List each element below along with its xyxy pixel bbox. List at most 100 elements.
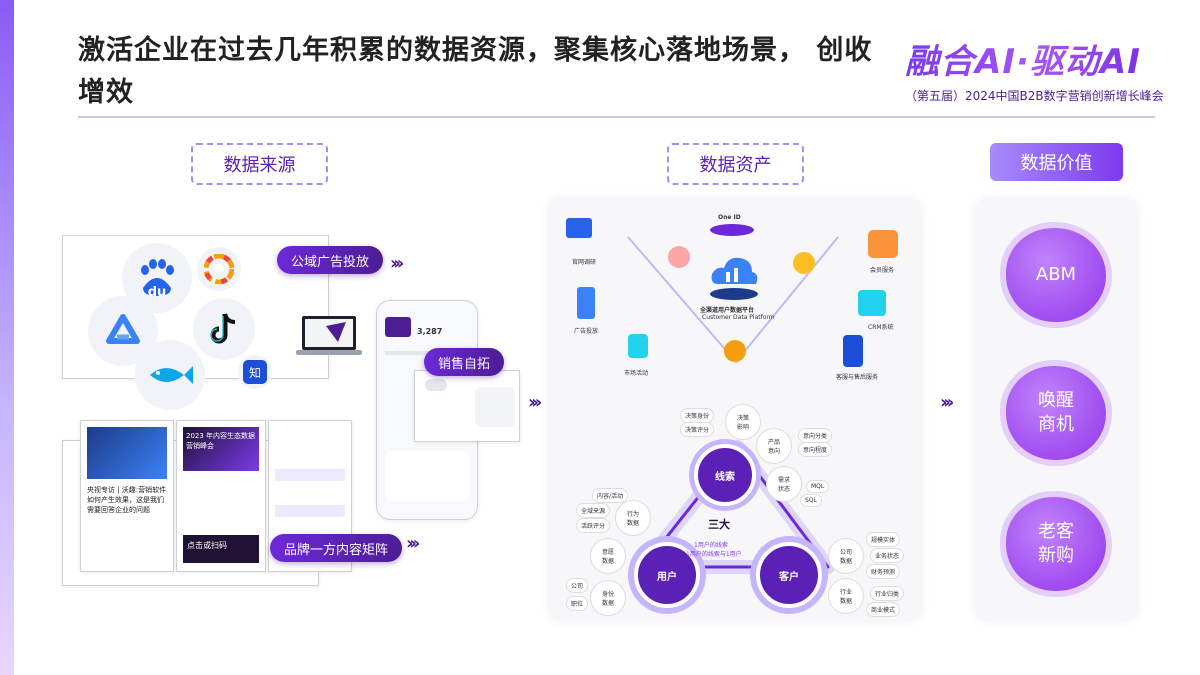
event-icon: [628, 334, 648, 358]
article-3-row: [275, 505, 345, 517]
cdp-title: 全渠道用户数据平台: [700, 307, 755, 314]
tag-item: 活跃评分: [576, 518, 611, 533]
customer-node: 客户: [756, 542, 822, 608]
mobile-service-icon: [843, 335, 863, 367]
logo-main: 融合AI·驱动AI: [905, 34, 1175, 83]
value-repurchase-label: 老客 新购: [1038, 521, 1074, 566]
qr-banner: [183, 535, 259, 563]
baidu-paw-icon: [141, 259, 174, 296]
left-accent-strip: [0, 0, 14, 675]
popup-avatar: [425, 379, 447, 391]
asset-diagram-lines: [627, 236, 839, 574]
center-sub-2: 1用户的线索与1用户: [686, 551, 742, 558]
tag-item: 意向程度: [798, 442, 833, 457]
lead-node: 线索: [694, 444, 756, 506]
person-avatar-icon: [668, 246, 690, 268]
event-logo: 融合AI·驱动AI （第五届）2024中国B2B数字营销创新增长峰会: [905, 34, 1175, 104]
tag-item: 决策身份: [680, 408, 715, 423]
phone-popup-card: [414, 370, 520, 442]
baidu-text: du: [147, 285, 167, 300]
member-card-icon: [868, 230, 898, 258]
source-label-events: 市场活动: [624, 370, 649, 377]
phone-list: [385, 451, 469, 501]
source-label-crm: CRM系统: [868, 324, 894, 331]
article-2-title: 2023 年内容生态数据营销峰会: [186, 432, 256, 450]
zhihu-logo: 知: [238, 355, 272, 389]
source-label-member: 会员服务: [870, 267, 895, 274]
user-label: 用户: [657, 571, 677, 583]
popup-image: [475, 387, 515, 427]
display-stand-icon: [577, 287, 595, 319]
one-id-label: One ID: [718, 214, 741, 221]
node-company: 公司 数据: [828, 538, 864, 574]
tag-item: 职位: [566, 596, 589, 611]
node-behavior: 行为 数据: [615, 500, 651, 536]
monitor-icon: [566, 218, 592, 238]
node-product-intent: 产品 意向: [756, 428, 792, 464]
value-repurchase: 老客 新购: [1006, 497, 1106, 591]
article-card-1: 央视专访 | 沃趣:营销软件如何产生效果，这是我们需要回答企业的问题: [80, 420, 174, 572]
colorwheel-logo: [197, 247, 241, 291]
fish-icon: [150, 366, 193, 384]
crm-icon: [858, 290, 886, 316]
person-avatar-icon: [724, 340, 746, 362]
phone-badge: [385, 317, 411, 337]
zhihu-icon: 知: [243, 360, 267, 384]
article-card-2: 2023 年内容生态数据营销峰会 点击或扫码: [176, 420, 266, 572]
node-demand-status: 需求 状态: [766, 466, 802, 502]
article-3-row: [275, 469, 345, 481]
center-sub-1: 1用户的线索: [694, 542, 728, 549]
source-label-website: 官网调研: [572, 259, 597, 266]
article-1-title: 央视专访 | 沃趣:营销软件如何产生效果，这是我们需要回答企业的问题: [87, 486, 167, 514]
lead-label: 线索: [715, 471, 735, 483]
customer-label: 客户: [779, 571, 799, 583]
center-title: 三大: [708, 518, 730, 531]
chevron-right-icon: ›››: [390, 253, 404, 274]
laptop-icon: [296, 316, 362, 355]
tag-item: SQL: [800, 494, 822, 507]
node-intent-data: 意愿 数据: [590, 538, 626, 574]
pill-sales: 销售自拓: [424, 348, 505, 376]
tag-item: 内容/活动: [592, 488, 629, 503]
node-industry: 行业 数据: [828, 578, 864, 614]
cdp-subtitle: Customer Data Platform: [702, 314, 775, 321]
person-avatar-icon: [793, 252, 815, 274]
logo-subtitle: （第五届）2024中国B2B数字营销创新增长峰会: [905, 89, 1164, 103]
tag-item: MQL: [806, 480, 830, 493]
value-awaken-opportunity: 唤醒 商机: [1006, 366, 1106, 460]
tag-item: 规模实体: [866, 532, 901, 547]
fish-logo: [135, 340, 205, 410]
value-abm: ABM: [1006, 228, 1106, 322]
pill-public-ads: 公域广告投放: [277, 246, 384, 274]
tag-item: 财务预测: [866, 564, 901, 579]
tag-item: 决策评分: [680, 422, 715, 437]
phone-stat: 3,287: [417, 327, 443, 336]
colorwheel-icon: [204, 254, 234, 284]
cloud-platform-icon: [710, 257, 758, 300]
tiktok-icon: [210, 313, 236, 344]
section-label-asset: 数据资产: [667, 143, 804, 185]
tiktok-logo: [193, 298, 255, 360]
chevron-right-icon: ›››: [406, 533, 420, 554]
chevron-right-icon: ›››: [528, 392, 542, 413]
tag-item: 公司: [566, 578, 589, 593]
value-abm-label: ABM: [1035, 264, 1077, 285]
tag-item: 意向分类: [798, 428, 833, 443]
tag-item: 全域来源: [576, 503, 611, 518]
tag-item: 商业模式: [866, 602, 901, 617]
tag-item: 业务状态: [870, 548, 905, 563]
section-label-value: 数据价值: [990, 143, 1123, 181]
source-label-service: 客服与售后服务: [836, 374, 879, 381]
page-title: 激活企业在过去几年积累的数据资源，聚集核心落地场景， 创收增效: [78, 35, 873, 108]
article-1-image: [87, 427, 167, 479]
value-awaken-label: 唤醒 商机: [1038, 390, 1074, 435]
section-label-source: 数据来源: [191, 143, 328, 185]
article-2-banner: [183, 427, 259, 471]
node-identity: 身份 数据: [590, 580, 626, 616]
tag-item: 行业归类: [870, 586, 905, 601]
chevron-right-icon: ›››: [940, 392, 954, 413]
database-icon: [710, 224, 754, 236]
source-label-ads: 广告投放: [574, 328, 599, 335]
node-decision: 决策 影响: [725, 404, 761, 440]
pill-content-matrix: 品牌一方内容矩阵: [270, 534, 403, 562]
